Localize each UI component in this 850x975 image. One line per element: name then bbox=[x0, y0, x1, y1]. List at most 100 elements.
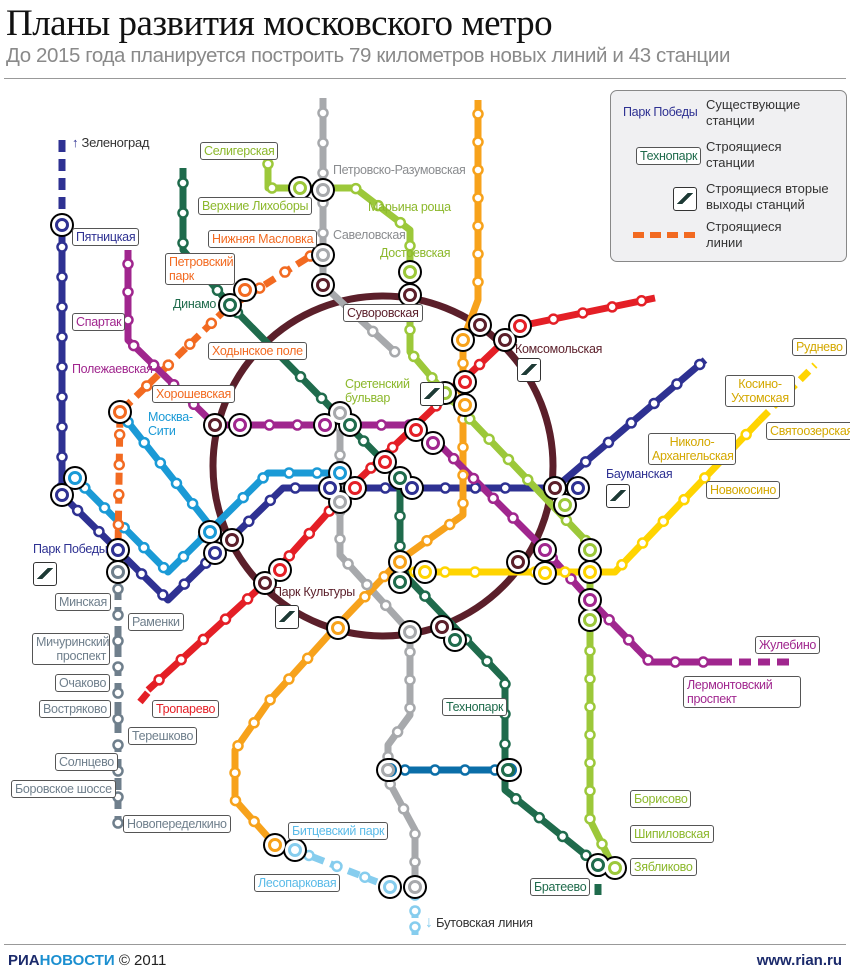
station-dot bbox=[502, 453, 515, 466]
station-dot bbox=[584, 673, 596, 685]
transfer-hub bbox=[108, 400, 132, 424]
station-dot bbox=[583, 613, 597, 627]
station-dot bbox=[111, 565, 125, 579]
station-label: Тропарево bbox=[152, 700, 220, 718]
station-dot bbox=[56, 421, 68, 433]
station-label: Терешково bbox=[128, 727, 198, 745]
station-dot bbox=[55, 218, 69, 232]
station-dot bbox=[603, 614, 615, 626]
transfer-hub bbox=[263, 833, 307, 862]
station-dot bbox=[138, 541, 150, 554]
lightblue-line bbox=[117, 409, 218, 535]
station-dot bbox=[507, 512, 519, 524]
station-dot bbox=[409, 856, 421, 868]
logo-novosti: НОВОСТИ bbox=[39, 952, 115, 969]
legend-existing-sample: Парк Победы bbox=[623, 105, 698, 119]
station-dot bbox=[625, 417, 638, 429]
station-dot bbox=[378, 455, 392, 469]
station-dot bbox=[122, 286, 134, 298]
newline-line bbox=[114, 245, 325, 551]
station-dot bbox=[303, 527, 316, 540]
station-label: Москва-Сити bbox=[148, 410, 193, 438]
station-label: Боровское шоссе bbox=[11, 780, 116, 798]
station-dot bbox=[548, 481, 562, 495]
station-dot bbox=[447, 452, 460, 465]
station-dot bbox=[348, 481, 362, 495]
station-dot bbox=[472, 108, 484, 120]
station-dot bbox=[331, 621, 345, 635]
station-dot bbox=[55, 488, 69, 502]
station-dot bbox=[293, 181, 307, 195]
station-dot bbox=[331, 860, 343, 873]
station-dot bbox=[403, 625, 417, 639]
station-dot bbox=[127, 339, 140, 352]
station-dot bbox=[148, 359, 160, 371]
station-dot bbox=[469, 566, 481, 578]
station-label: Жулебино bbox=[755, 636, 821, 654]
station-dot bbox=[334, 533, 346, 545]
station-dot bbox=[225, 533, 239, 547]
station-dot bbox=[457, 441, 469, 454]
station-dot bbox=[403, 288, 417, 302]
station-dot bbox=[444, 518, 456, 531]
arrow-up-icon: ↑ bbox=[72, 135, 79, 150]
station-dot bbox=[56, 361, 68, 373]
station-dot bbox=[472, 164, 484, 176]
station-label: Суворовская bbox=[343, 304, 423, 322]
station-dot bbox=[393, 575, 407, 589]
station-dot bbox=[558, 498, 572, 512]
station-dot bbox=[421, 534, 433, 547]
station-dot bbox=[394, 540, 406, 552]
station-label: Мичуринский проспект bbox=[32, 633, 110, 665]
direction-butovo: ↓ Бутовская линия bbox=[425, 915, 533, 931]
station-dot bbox=[233, 418, 247, 432]
station-dot bbox=[467, 472, 480, 485]
station-dot bbox=[636, 537, 649, 549]
station-dot bbox=[56, 241, 68, 253]
station-label: Востряково bbox=[39, 700, 111, 718]
station-dot bbox=[258, 576, 272, 590]
copyright: © 2011 bbox=[118, 952, 167, 969]
station-dot bbox=[279, 266, 291, 278]
transfer-hub bbox=[50, 213, 74, 237]
station-dot bbox=[397, 803, 410, 815]
station-dot bbox=[317, 137, 329, 149]
station-dot bbox=[357, 435, 370, 447]
station-dot bbox=[93, 525, 105, 538]
station-label: Николо-Архангельская bbox=[648, 433, 736, 465]
station-dot bbox=[184, 338, 196, 350]
station-dot bbox=[456, 333, 470, 347]
transfer-hub bbox=[288, 176, 335, 202]
escalator-icon bbox=[673, 187, 697, 211]
escalator-icon bbox=[33, 562, 57, 586]
legend: Парк Победы Существующие станции Технопа… bbox=[610, 90, 847, 262]
station-dot bbox=[343, 418, 357, 432]
station-dot bbox=[177, 550, 190, 563]
station-dot bbox=[511, 555, 525, 569]
station-dot bbox=[248, 717, 260, 729]
station-label: Борисово bbox=[630, 790, 692, 808]
station-dot bbox=[263, 419, 276, 431]
station-dot bbox=[435, 620, 449, 634]
station-label: Битцевский парк bbox=[288, 822, 389, 840]
station-dot bbox=[175, 653, 187, 666]
station-dot bbox=[522, 473, 534, 486]
station-dot bbox=[583, 565, 597, 579]
station-dot bbox=[698, 472, 711, 484]
station-dot bbox=[157, 561, 170, 574]
escalator-icon bbox=[420, 382, 444, 406]
station-dot bbox=[153, 674, 165, 686]
station-dot bbox=[375, 419, 388, 431]
station-dot bbox=[671, 378, 683, 390]
station-dot bbox=[404, 324, 416, 336]
station-dot bbox=[487, 492, 500, 505]
station-dot bbox=[740, 428, 752, 441]
station-dot bbox=[409, 423, 423, 437]
station-dot bbox=[448, 633, 462, 647]
station-dot bbox=[439, 482, 452, 494]
station-dot bbox=[138, 436, 150, 449]
station-dot bbox=[359, 591, 371, 603]
station-dot bbox=[178, 578, 191, 590]
legend-exits-text: Строящиеся вторые выходы станций bbox=[706, 181, 829, 212]
station-dot bbox=[418, 565, 432, 579]
